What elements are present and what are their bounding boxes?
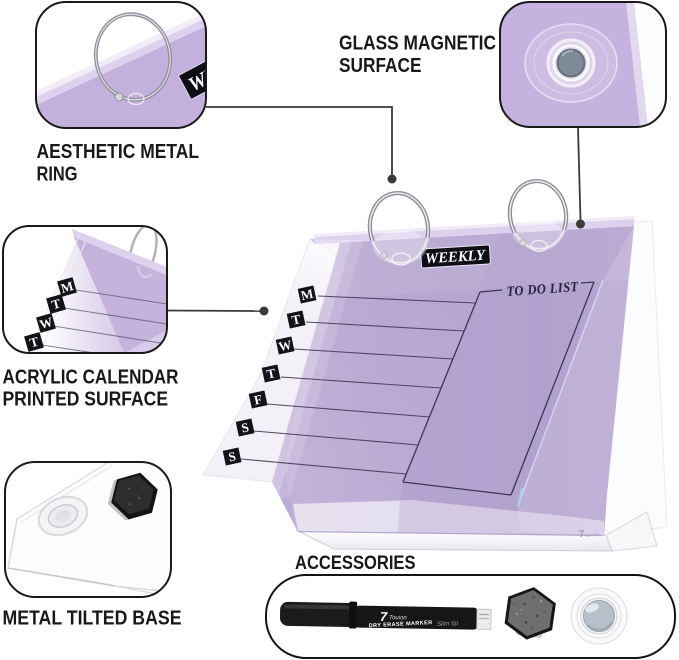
svg-text:PRINTED SURFACE: PRINTED SURFACE bbox=[3, 389, 169, 411]
svg-text:WEEKLY: WEEKLY bbox=[425, 248, 488, 268]
svg-text:W: W bbox=[277, 337, 293, 354]
svg-text:ACCESSORIES: ACCESSORIES bbox=[295, 553, 416, 574]
svg-text:SURFACE: SURFACE bbox=[339, 55, 422, 77]
svg-text:GLASS MAGNETIC: GLASS MAGNETIC bbox=[339, 33, 496, 55]
svg-text:W: W bbox=[38, 314, 55, 332]
svg-text:F: F bbox=[253, 391, 264, 407]
svg-text:S: S bbox=[227, 448, 237, 464]
svg-text:Slim tip: Slim tip bbox=[437, 620, 459, 628]
svg-text:DRY ERASE MARKER: DRY ERASE MARKER bbox=[369, 620, 433, 629]
svg-text:T: T bbox=[290, 311, 302, 328]
svg-text:METAL TILTED BASE: METAL TILTED BASE bbox=[3, 608, 182, 630]
svg-text:Touion: Touion bbox=[389, 615, 408, 621]
svg-text:RING: RING bbox=[37, 164, 78, 186]
svg-text:S: S bbox=[240, 419, 250, 435]
svg-text:T: T bbox=[265, 365, 277, 382]
svg-text:M: M bbox=[300, 286, 315, 303]
svg-text:7: 7 bbox=[380, 609, 388, 624]
svg-text:TO DO LIST: TO DO LIST bbox=[506, 280, 580, 300]
svg-text:M: M bbox=[59, 278, 75, 296]
svg-text:AESTHETIC METAL: AESTHETIC METAL bbox=[37, 141, 200, 163]
svg-text:ACRYLIC CALENDAR: ACRYLIC CALENDAR bbox=[3, 367, 179, 389]
